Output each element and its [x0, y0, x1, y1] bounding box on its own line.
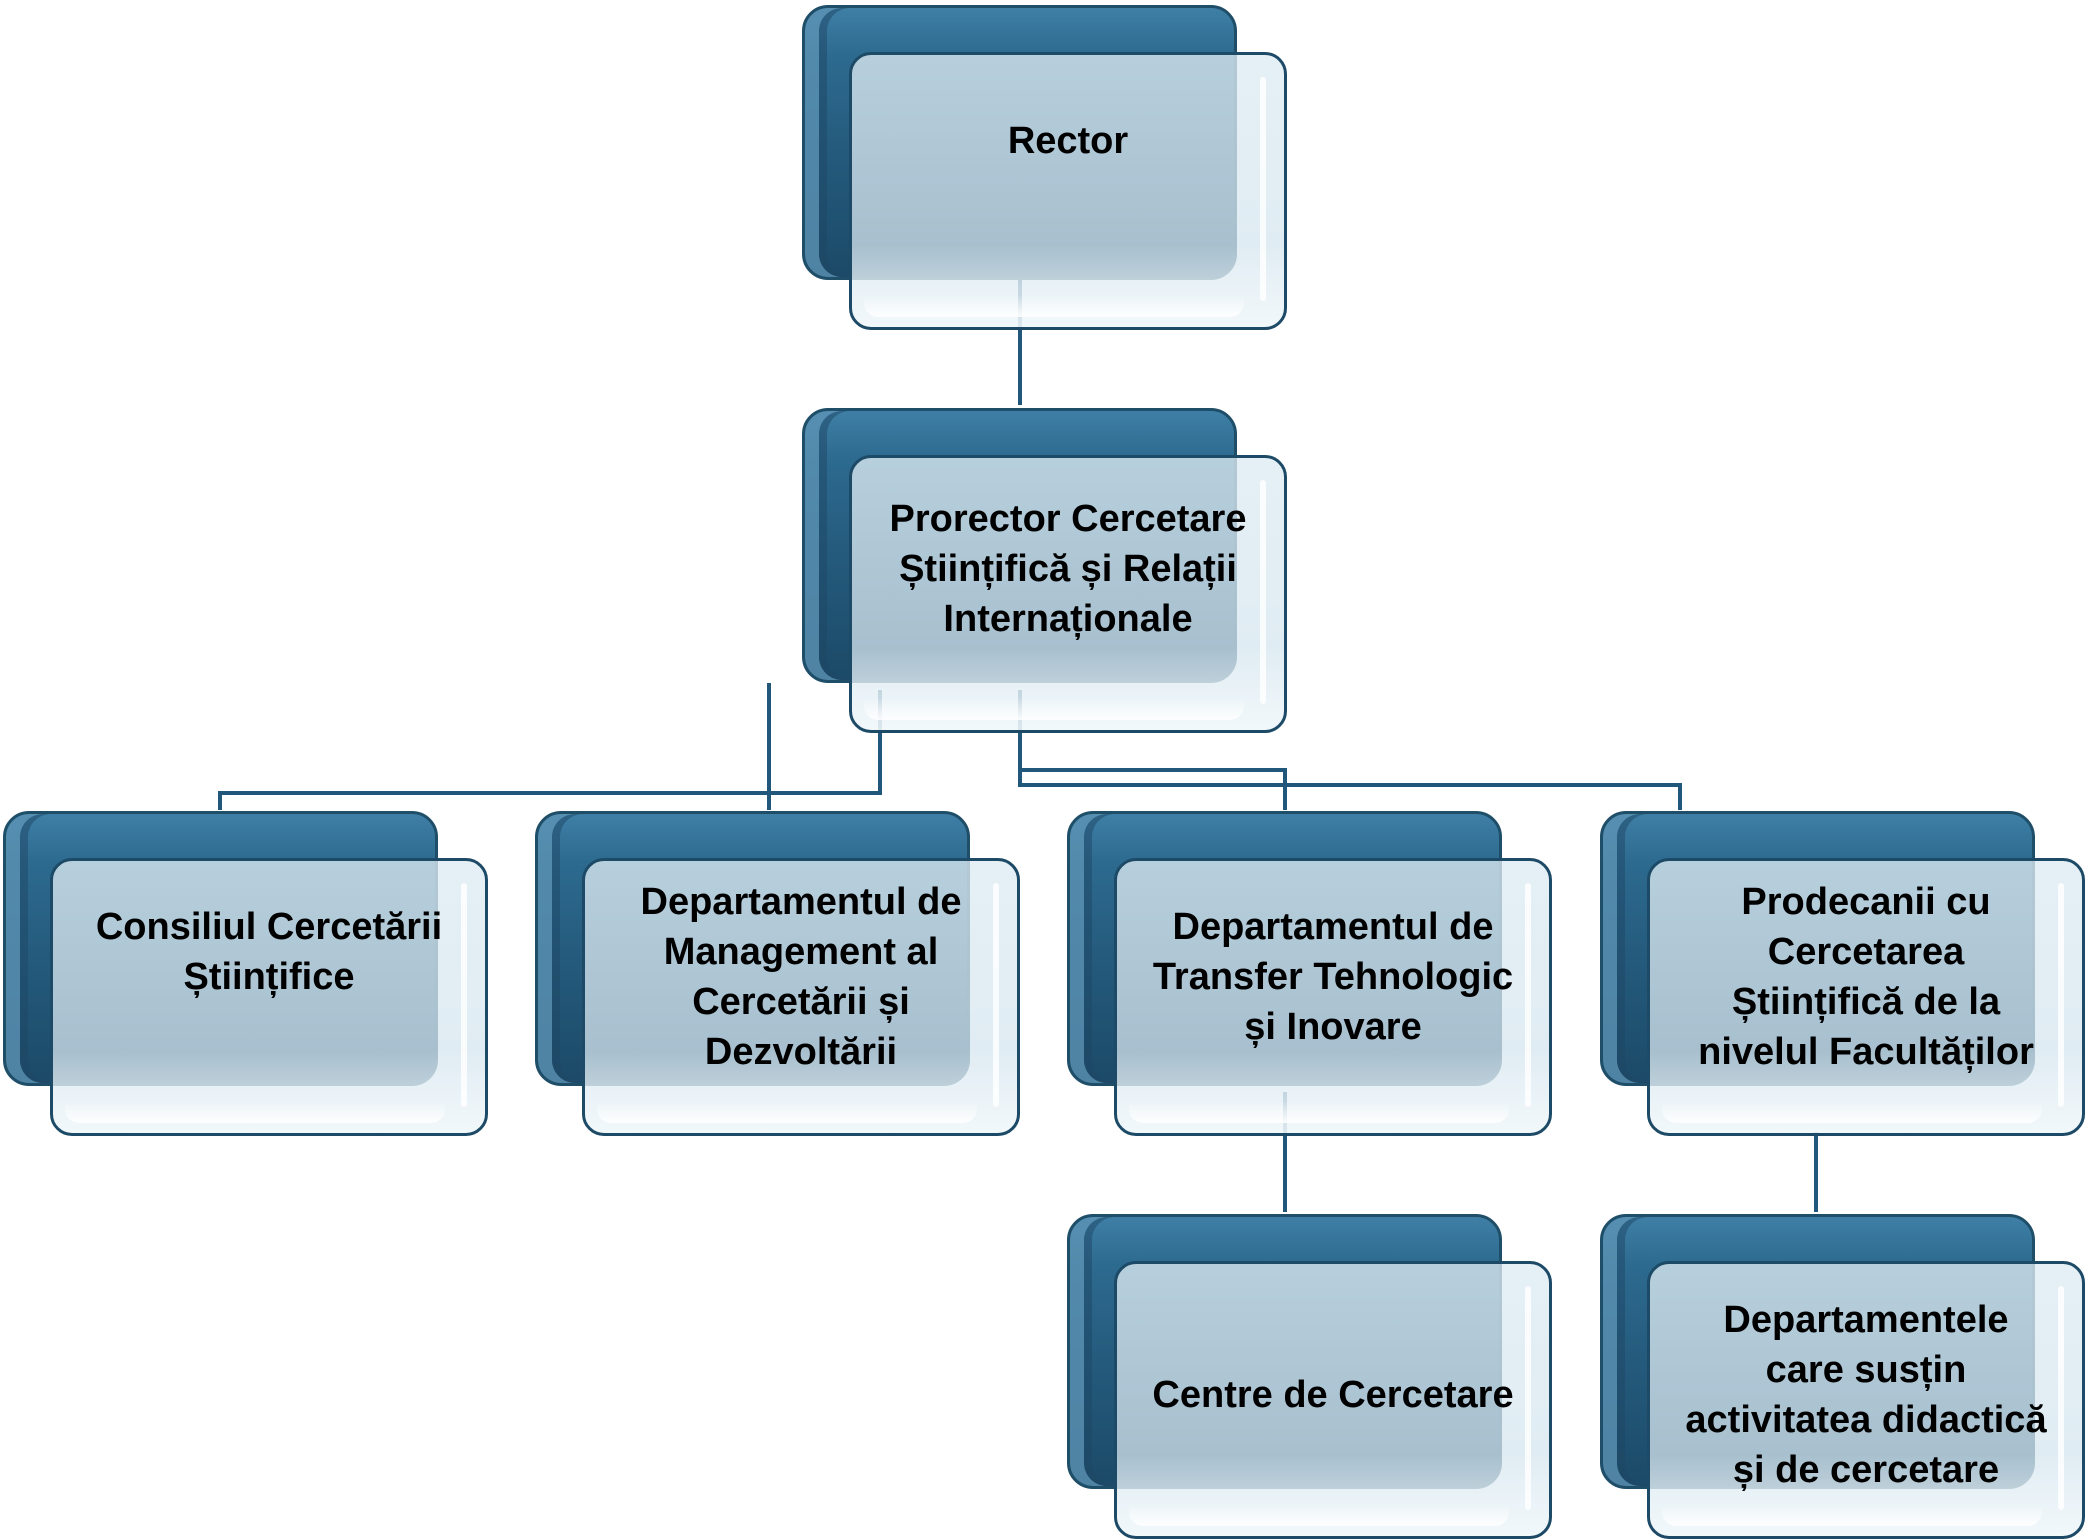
node-departamentele: Departamentele care susțin activitatea d… [1600, 1214, 2085, 1539]
node-prorector: Prorector Cercetare Științifică și Relaț… [802, 408, 1287, 733]
node-dept-transfer: Departamentul de Transfer Tehnologic și … [1067, 811, 1552, 1136]
node-label: Departamentul de Management al Cercetări… [640, 881, 962, 1073]
node-front-panel: Prorector Cercetare Științifică și Relaț… [849, 455, 1287, 733]
node-front-panel: Prodecanii cu Cercetarea Științifică de … [1647, 858, 2085, 1136]
node-label: Departamentele care susțin activitatea d… [1685, 1299, 2047, 1491]
node-front-panel: Consiliul Cercetării Științifice [50, 858, 488, 1136]
node-front-panel: Departamentul de Management al Cercetări… [582, 858, 1020, 1136]
node-label: Rector [1007, 120, 1129, 162]
node-dept-management: Departamentul de Management al Cercetări… [535, 811, 1020, 1136]
node-front-panel: Centre de Cercetare [1114, 1261, 1552, 1539]
node-label: Consiliul Cercetării Științifice [95, 906, 443, 998]
node-label: Prodecanii cu Cercetarea Științifică de … [1698, 881, 2034, 1073]
connector-prorector-consiliul [218, 690, 882, 810]
node-front-panel: Departamentul de Transfer Tehnologic și … [1114, 858, 1552, 1136]
node-label: Prorector Cercetare Științifică și Relaț… [889, 498, 1247, 640]
node-front-panel: Departamentele care susțin activitatea d… [1647, 1261, 2085, 1539]
node-front-panel: Rector [849, 52, 1287, 330]
node-prodecanii: Prodecanii cu Cercetarea Științifică de … [1600, 811, 2085, 1136]
node-rector: Rector [802, 5, 1287, 330]
node-label: Departamentul de Transfer Tehnologic și … [1152, 906, 1514, 1048]
node-label: Centre de Cercetare [1152, 1374, 1514, 1416]
node-centre: Centre de Cercetare [1067, 1214, 1552, 1539]
connector-prorector-prodecanii [1018, 770, 1682, 810]
node-consiliul: Consiliul Cercetării Științifice [3, 811, 488, 1136]
